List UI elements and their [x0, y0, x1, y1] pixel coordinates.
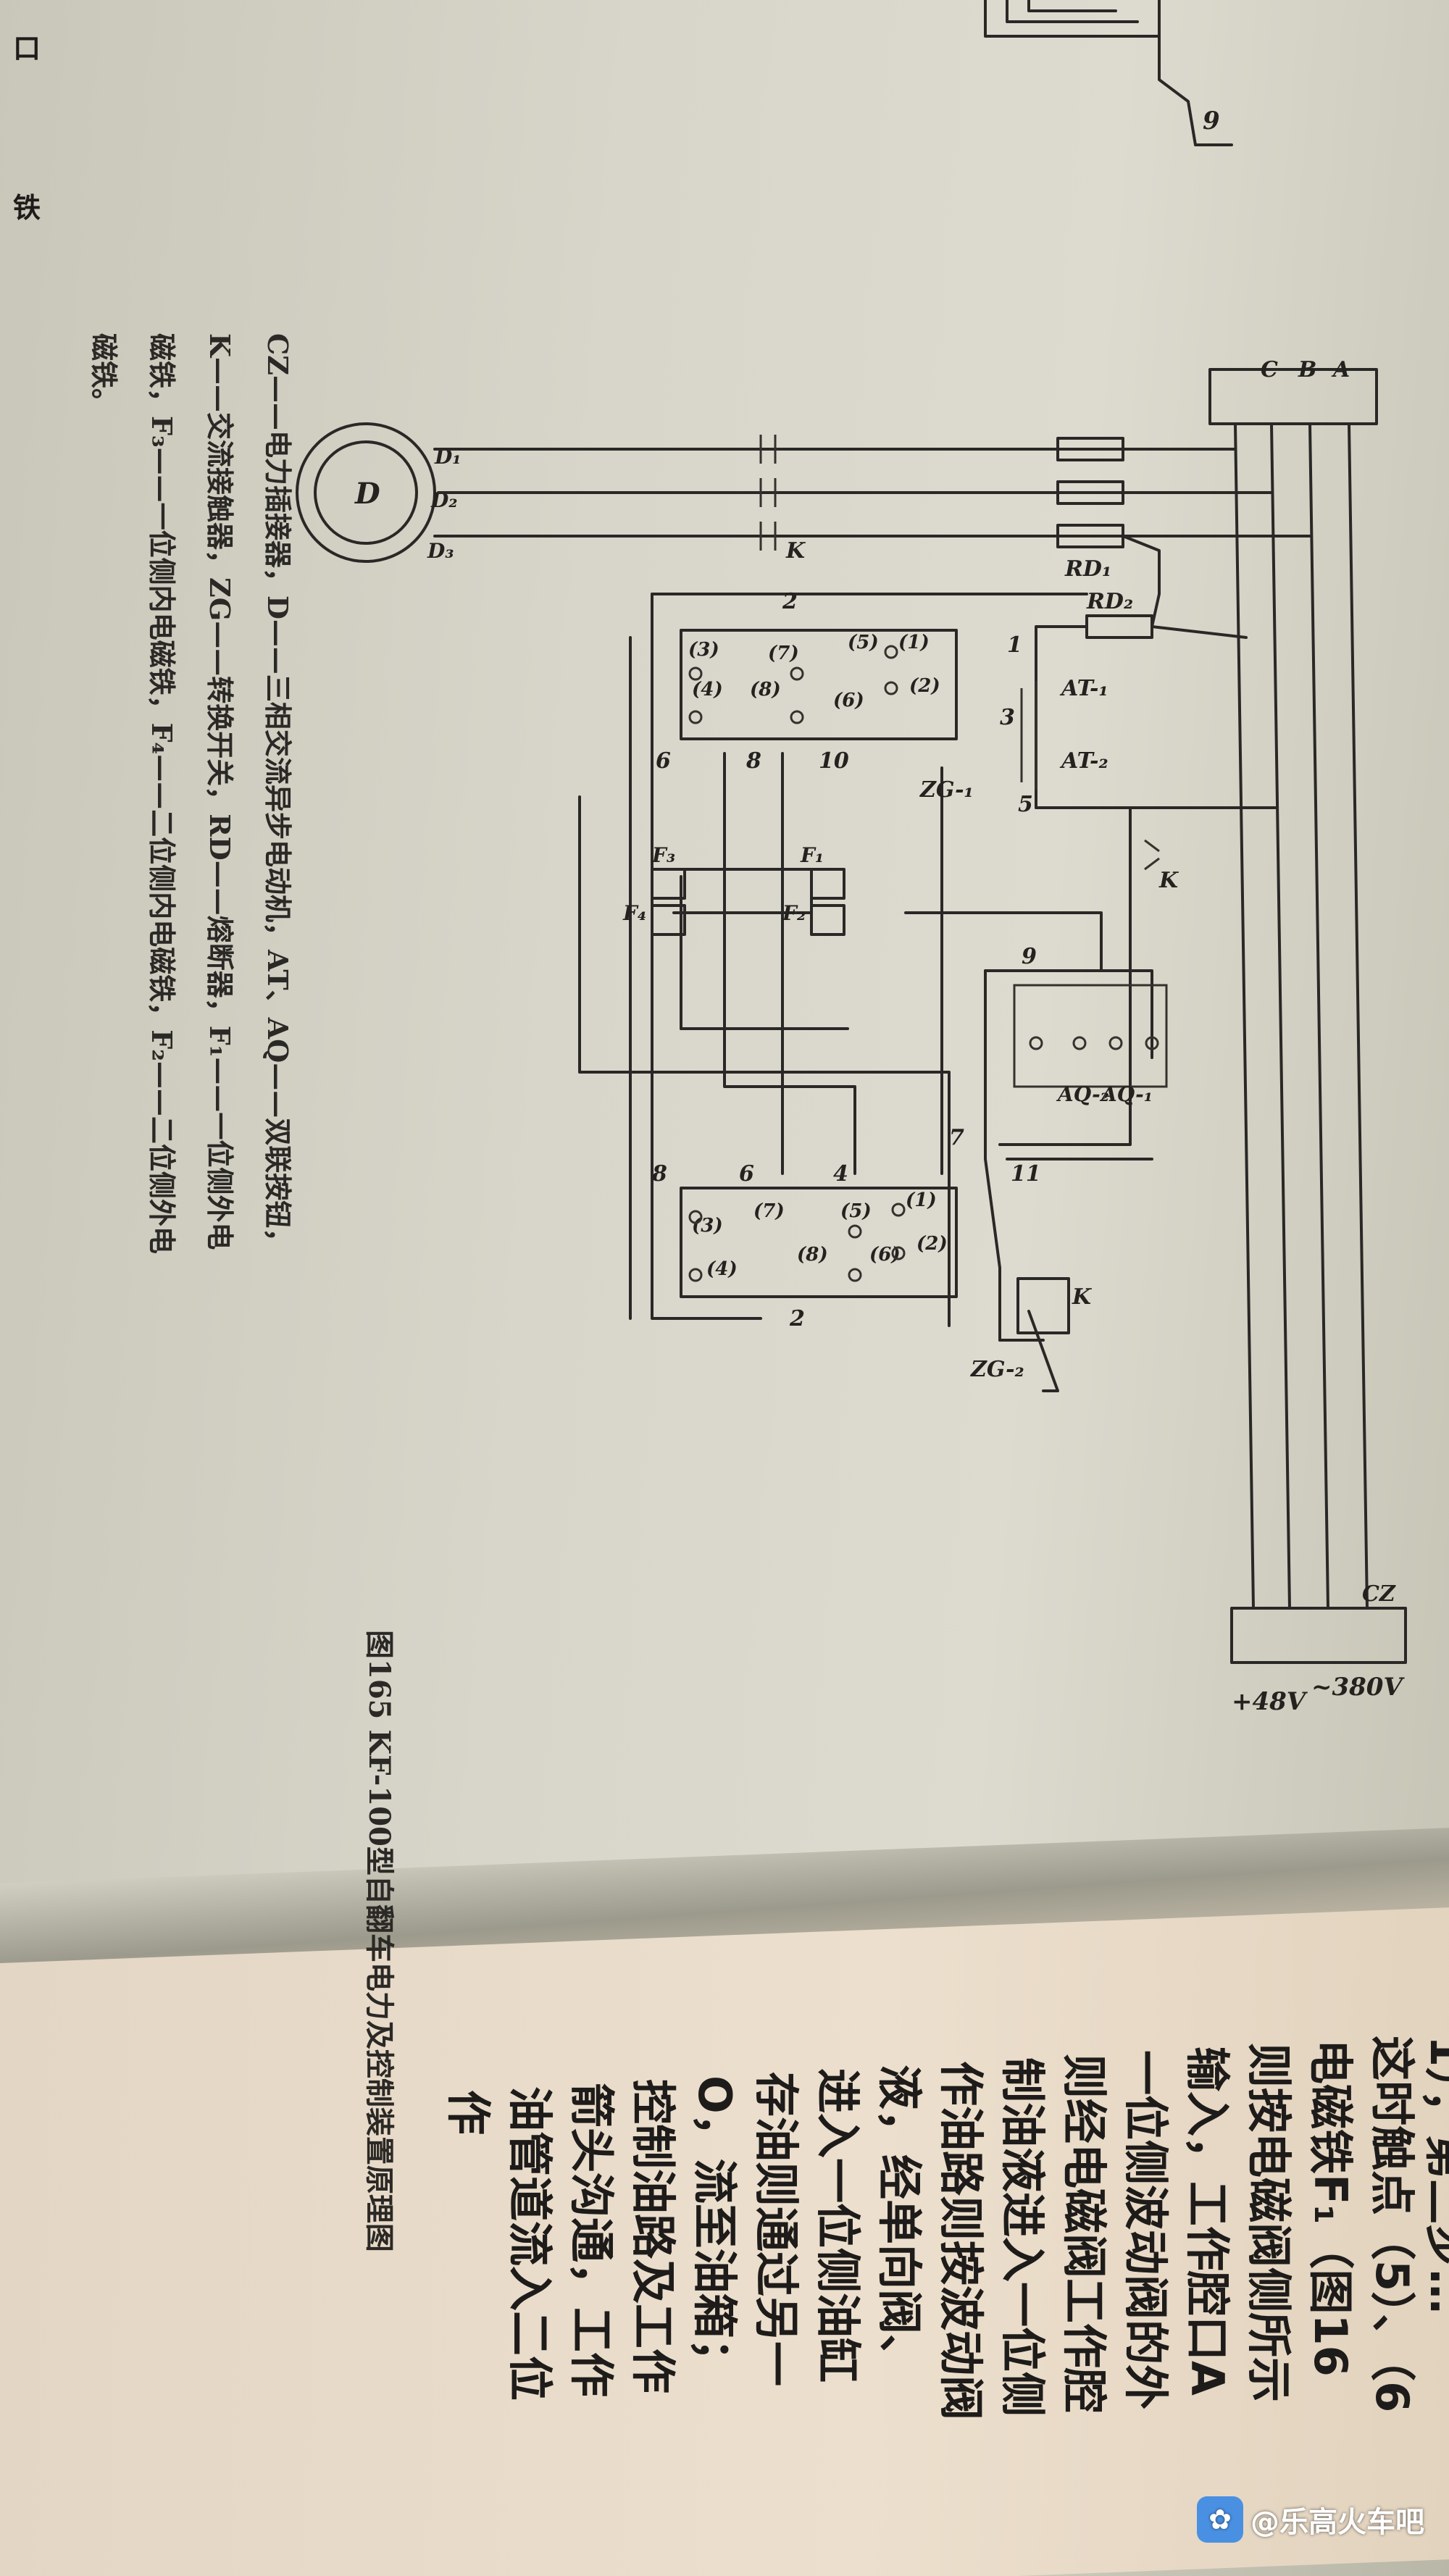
- cz-label: CZ: [1362, 1581, 1396, 1607]
- caption-body: CZ——电力插接器，D——三相交流异步电动机，AT、AQ——双联按钮， K——交…: [88, 333, 294, 1255]
- zg1-c7: (7): [768, 643, 799, 664]
- magnets: F₁ F₂ F₃ F₄: [622, 843, 845, 936]
- zg2-c5: (5): [840, 1200, 872, 1222]
- top-terminal-block: A B C: [1208, 357, 1378, 425]
- button-at: AT-₁ AT-₂: [1020, 676, 1108, 790]
- zg2-c2: (2): [916, 1233, 948, 1255]
- body-line-3: 电磁铁F₁（图16: [1304, 2039, 1357, 2377]
- ac-supply-label: ~380V: [1311, 1673, 1405, 1702]
- body-line-6: 一位侧波动阀的外: [1119, 2050, 1172, 2409]
- terminal-b-label: B: [1298, 357, 1316, 382]
- contactor-coil-label: K: [1072, 1284, 1093, 1310]
- zg2-c4: (4): [706, 1258, 738, 1280]
- node-u-8: 8: [746, 748, 761, 774]
- zg2-c7: (7): [753, 1200, 785, 1222]
- node-l-9: 9: [1022, 944, 1037, 969]
- node-u-3: 3: [1000, 705, 1015, 730]
- zg1-c1: (1): [898, 632, 930, 653]
- motor: D D₁ D₂ D₃: [296, 422, 462, 563]
- magnet-f4-label: F₄: [622, 901, 646, 925]
- zg2-label: ZG-₂: [970, 1357, 1024, 1382]
- body-line-12: 存油则通过另一: [750, 2072, 803, 2386]
- caption-line-1: CZ——电力插接器，D——三相交流异步电动机，AT、AQ——双联按钮，: [262, 333, 294, 1255]
- body-line-8: 制油液进入一位侧: [996, 2057, 1049, 2417]
- figure-caption: 图165 KF-100型自翻车电力及控制装置原理图: [362, 1630, 396, 2252]
- zg1-c4: (4): [692, 679, 723, 701]
- at2-label: AT-₂: [1059, 748, 1108, 774]
- zg1-c5: (5): [848, 632, 879, 653]
- motor-lead-3: D₃: [427, 539, 454, 563]
- body-line-9: 作油路则按波动阀: [935, 2061, 987, 2420]
- control-wiring: K K: [578, 593, 1277, 1392]
- caption-title: 图165 KF-100型自翻车电力及控制装置原理图: [362, 1630, 396, 2252]
- switch-zg1: ZG-₁ (1) (2) (3) (4) (5) (6) (7) (8): [680, 629, 974, 803]
- body-line-10: 液，经单向阀、: [873, 2065, 926, 2379]
- zg1-c6: (6): [833, 690, 864, 711]
- bus-lines: [1234, 422, 1369, 1610]
- node-l-7: 7: [949, 1125, 964, 1150]
- magnet-f1-label: F₁: [800, 843, 824, 867]
- left-margin-char-2: 铁: [13, 192, 41, 224]
- magnet-f2-label: F₂: [782, 901, 806, 925]
- node-l-4: 4: [833, 1161, 848, 1187]
- node-l-8: 8: [651, 1161, 667, 1187]
- watermark-text: @乐高火车吧: [1250, 2506, 1424, 2539]
- upper-node-labels: 1 2 3 5 6 8 10: [656, 589, 1033, 817]
- terminal-a-label: A: [1331, 357, 1350, 382]
- caption-line-4: 磁铁。: [88, 333, 120, 416]
- corner-label: 9: [1203, 106, 1220, 135]
- zg2-c3: (3): [692, 1215, 723, 1237]
- terminal-c-label: C: [1261, 357, 1278, 382]
- contactor-main-label: K: [785, 538, 806, 564]
- body-line-5: 输入，工作腔口A: [1181, 2046, 1234, 2396]
- node-u-10: 10: [819, 748, 849, 774]
- node-l-6: 6: [739, 1161, 754, 1187]
- body-line-16: 油管道流入二位: [504, 2086, 556, 2401]
- caption-line-2: K——交流接触器，ZG——转换开关，RD——熔断器，F₁——一位侧外电: [204, 333, 236, 1250]
- left-margin-char-1: 口: [13, 33, 41, 64]
- fuse-rd2-label: RD₂: [1086, 589, 1133, 614]
- dc-supply-label: +48V: [1232, 1687, 1308, 1716]
- body-line-1: 1）；第二步…: [1420, 2036, 1449, 2314]
- node-u-2: 2: [782, 589, 798, 614]
- previous-figure-fragment: 9: [984, 0, 1233, 146]
- lower-page-text: 1）；第二步… 这时触点（5）、（6 电磁铁F₁（图16 则按电磁阀侧所示 输入…: [442, 2036, 1449, 2420]
- body-line-7: 则经电磁阀工作腔: [1058, 2054, 1111, 2413]
- body-line-15: 箭头沟通，工作: [565, 2083, 618, 2397]
- body-line-13: O，流至油箱；: [688, 2075, 741, 2383]
- body-line-17: 作: [442, 2090, 495, 2135]
- body-line-4: 则按电磁阀侧所示: [1243, 2043, 1295, 2402]
- zg1-c2: (2): [909, 675, 940, 697]
- bottom-terminal-block: CZ ~380V +48V: [1230, 1581, 1407, 1716]
- body-line-14: 控制油路及工作: [627, 2079, 680, 2393]
- aq1-label: AQ-₁: [1099, 1082, 1153, 1106]
- node-u-1: 1: [1007, 632, 1022, 658]
- zg1-label: ZG-₁: [919, 777, 974, 803]
- flower-logo-icon: ✿: [1197, 2496, 1243, 2543]
- zg1-c3: (3): [688, 639, 719, 661]
- node-l-11: 11: [1011, 1161, 1041, 1187]
- watermark: ✿ @乐高火车吧: [1197, 2496, 1424, 2543]
- zg1-c8: (8): [750, 679, 781, 701]
- magnet-f3-label: F₃: [651, 843, 675, 867]
- at1-label: AT-₁: [1059, 676, 1108, 701]
- fuse-rd1-label: RD₁: [1064, 556, 1111, 582]
- node-l-2: 2: [789, 1306, 805, 1331]
- caption-line-3: 磁铁，F₃——一位侧内电磁铁，F₄——二位侧内电磁铁，F₂——二位侧外电: [146, 333, 178, 1254]
- button-aq: AQ-₁ AQ-₂: [1013, 984, 1168, 1106]
- phase-lines: K RD₁ RD₂: [433, 435, 1311, 639]
- motor-label: D: [354, 477, 380, 511]
- zg2-c1: (1): [906, 1189, 937, 1211]
- node-u-5: 5: [1018, 792, 1033, 817]
- node-u-6: 6: [656, 748, 671, 774]
- switch-zg2: ZG-₂ (1) (2) (3) (4) (5) (6) (7) (8): [680, 1187, 1024, 1382]
- zg2-c8: (8): [797, 1244, 828, 1266]
- lower-node-labels: 2 4 6 7 8 9 11: [651, 944, 1041, 1331]
- body-line-2: 这时触点（5）、（6: [1366, 2036, 1419, 2412]
- aq2-label: AQ-₂: [1056, 1082, 1109, 1106]
- body-line-11: 进入一位侧油缸: [811, 2068, 864, 2383]
- contactor-aux-label: K: [1158, 868, 1179, 893]
